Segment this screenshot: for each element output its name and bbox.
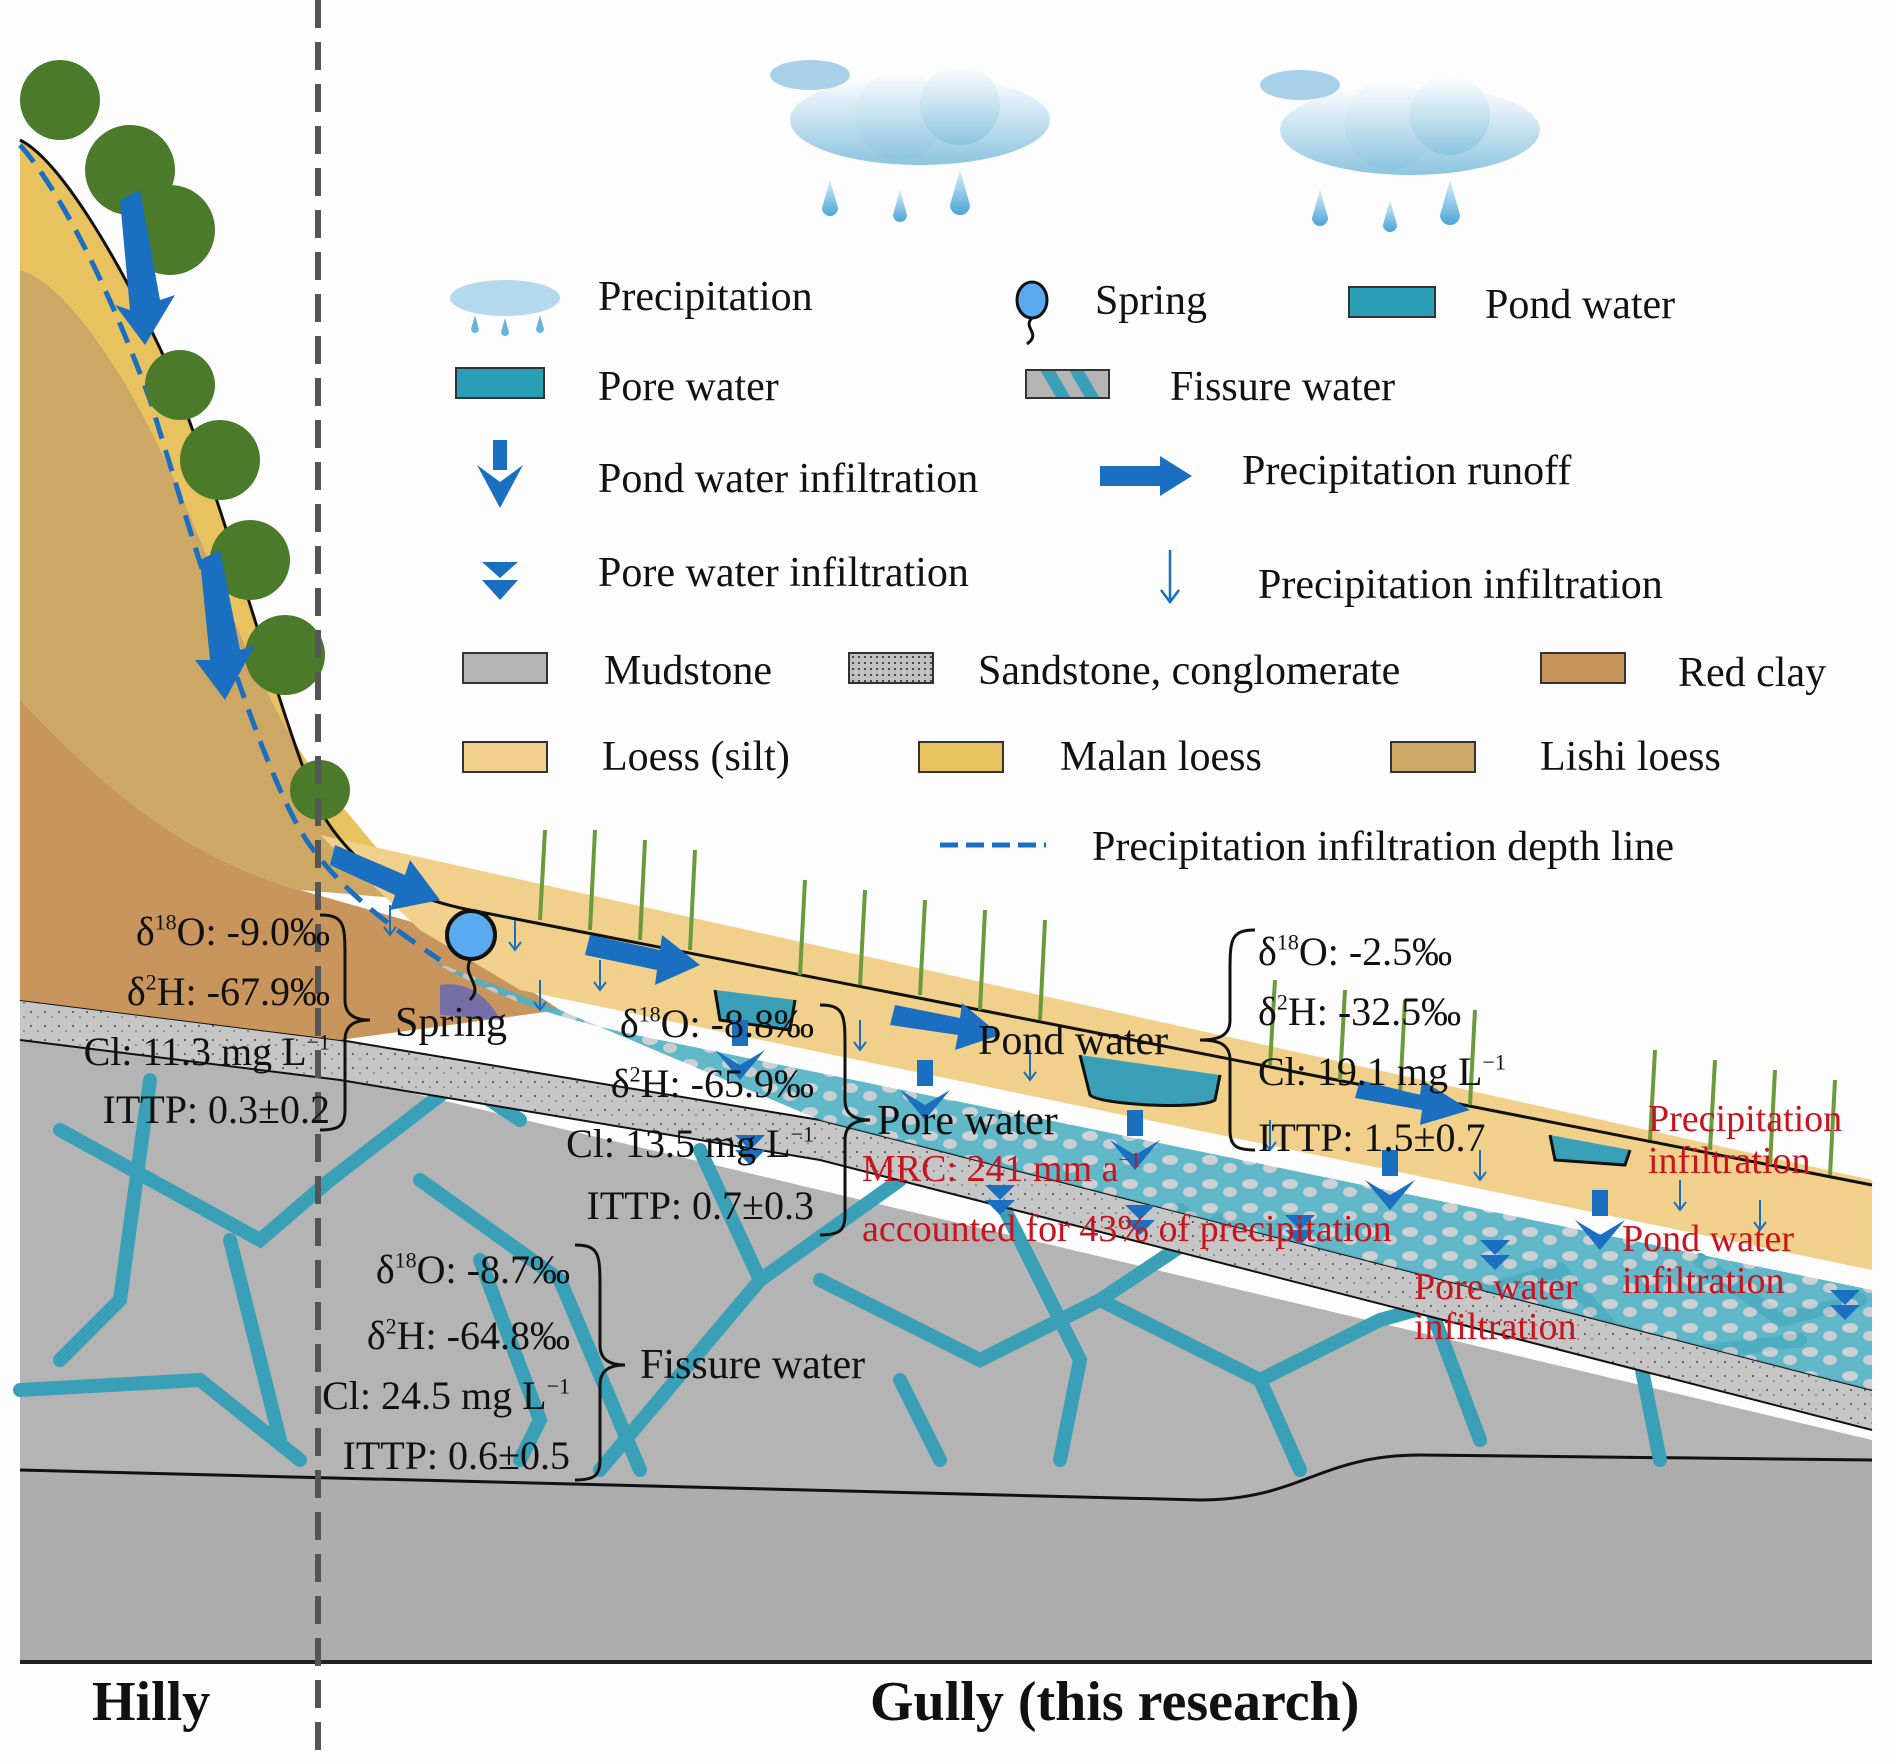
legend-fissure-water: Fissure water <box>1170 364 1396 410</box>
pond-infiltration-label-2: infiltration <box>1622 1260 1785 1302</box>
legend-loess-silt: Loess (silt) <box>602 734 790 780</box>
spring-d2h: δ2H: -67.9‰ <box>126 969 330 1014</box>
spring-icon <box>1015 280 1049 346</box>
region-gully: Gully (this research) <box>870 1671 1360 1733</box>
pore-d2h: δ2H: -65.9‰ <box>610 1061 814 1106</box>
pond-cl: Cl: 19.1 mg L−1 <box>1258 1049 1506 1094</box>
spring-ittp: ITTP: 0.3±0.2 <box>102 1087 331 1132</box>
precip-infiltration-label-1: Precipitation <box>1648 1098 1843 1140</box>
precipitation-icon <box>450 280 560 336</box>
precipitation-runoff-arrows <box>115 190 1470 1125</box>
legend-depth-line: Precipitation infiltration depth line <box>1092 824 1675 870</box>
sandstone-layer <box>20 1000 1872 1430</box>
legend-pore-water-infiltration: Pore water infiltration <box>598 550 969 596</box>
pond-d18o: δ18O: -2.5‰ <box>1258 929 1453 974</box>
mrc-precipitation-share: accounted for 43% of precipitation <box>862 1208 1392 1250</box>
baseline <box>20 1660 1872 1664</box>
red-clay-swatch <box>1540 652 1626 684</box>
sandstone-swatch <box>848 652 934 684</box>
pond-infiltration-label-1: Pond water <box>1622 1218 1795 1260</box>
pond-water-label: Pond water <box>978 1018 1169 1064</box>
pond-water-infiltration-arrows <box>715 1020 1625 1250</box>
lishi-loess-swatch <box>1390 741 1476 773</box>
precipitation-infiltration-arrows <box>383 905 1767 1232</box>
fissure-ittp: ITTP: 0.6±0.5 <box>342 1433 571 1478</box>
legend-pond-water: Pond water <box>1485 282 1676 328</box>
rain-cloud <box>1260 70 1540 232</box>
pore-water-swatch <box>455 367 545 399</box>
fissure-d18o: δ18O: -8.7‰ <box>375 1247 570 1292</box>
rain-cloud <box>770 60 1050 222</box>
legend-sandstone: Sandstone, conglomerate <box>978 648 1401 694</box>
fissure-d2h: δ2H: -64.8‰ <box>366 1313 570 1358</box>
pore-water-band <box>430 960 1872 1390</box>
legend-precipitation-runoff: Precipitation runoff <box>1242 448 1572 494</box>
mudstone-swatch <box>462 652 548 684</box>
legend-mudstone: Mudstone <box>604 648 772 694</box>
pond-water-infiltration-icon <box>477 440 523 508</box>
precip-infiltration-label-2: infiltration <box>1648 1140 1811 1182</box>
spring-label: Spring <box>395 1000 508 1046</box>
fissure-cl: Cl: 24.5 mg L−1 <box>322 1373 570 1418</box>
pore-ittp: ITTP: 0.7±0.3 <box>586 1183 815 1228</box>
precipitation-runoff-icon <box>1100 456 1192 496</box>
legend-lishi-loess: Lishi loess <box>1540 734 1721 780</box>
legend-red-clay: Red clay <box>1678 650 1827 696</box>
pore-d18o: δ18O: -8.8‰ <box>619 1001 814 1046</box>
pond-ittp: ITTP: 1.5±0.7 <box>1258 1115 1486 1160</box>
spring-marker <box>445 909 497 961</box>
depth-line-icon <box>940 842 1046 848</box>
pore-cl: Cl: 13.5 mg L−1 <box>566 1121 814 1166</box>
legend-spring: Spring <box>1095 278 1208 324</box>
deep-bedrock <box>20 1455 1872 1660</box>
pore-infiltration-label-1: Pore water <box>1414 1266 1578 1308</box>
loess-silt-swatch <box>462 741 548 773</box>
fissure-water-swatch <box>1025 369 1110 399</box>
legend-precipitation-infiltration: Precipitation infiltration <box>1258 562 1663 608</box>
spring-discharge <box>440 984 500 1020</box>
legend-malan-loess: Malan loess <box>1060 734 1262 780</box>
legend-pore-water: Pore water <box>598 364 779 410</box>
pore-water-infiltration-arrows <box>735 1135 1860 1320</box>
legend-pond-water-infiltration: Pond water infiltration <box>598 456 979 502</box>
legend-precipitation: Precipitation <box>598 274 813 320</box>
loess-silt-layer <box>320 835 1872 1270</box>
pore-water-label: Pore water <box>877 1098 1058 1144</box>
lishi-loess-layer <box>20 270 420 900</box>
malan-loess-swatch <box>918 741 1004 773</box>
pond-water-swatch <box>1348 286 1436 318</box>
region-hilly: Hilly <box>92 1671 211 1733</box>
pond <box>1548 1134 1632 1167</box>
trees <box>20 60 350 820</box>
spring-d18o: δ18O: -9.0‰ <box>135 909 330 954</box>
red-clay-layer <box>20 700 560 1040</box>
mrc-annotation: MRC: 241 mm a−1 <box>862 1147 1141 1190</box>
precipitation-infiltration-icon <box>1160 550 1180 605</box>
braces <box>319 913 1256 1482</box>
pond-d2h: δ2H: -32.5‰ <box>1258 989 1462 1034</box>
pore-infiltration-label-2: infiltration <box>1414 1306 1577 1348</box>
pore-water-infiltration-icon <box>482 562 518 600</box>
corn-plants <box>538 829 1837 1176</box>
spring-cl: Cl: 11.3 mg L−1 <box>83 1029 330 1074</box>
fissure-water-label: Fissure water <box>640 1342 866 1388</box>
pond <box>1078 1054 1222 1107</box>
